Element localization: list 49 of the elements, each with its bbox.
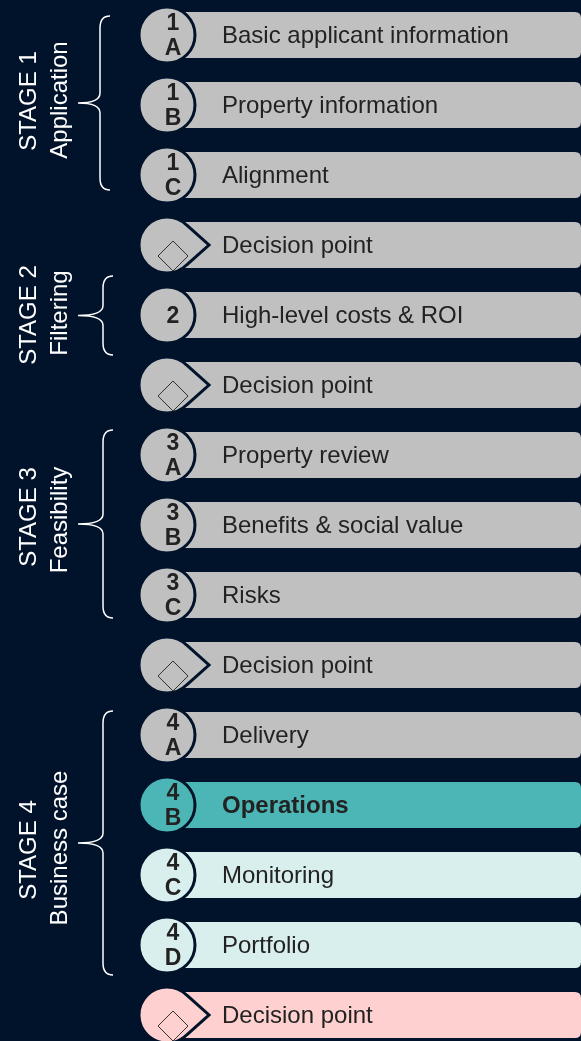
step-bar [139, 287, 581, 343]
stage-name: Filtering [45, 270, 73, 356]
step-bar [139, 7, 581, 63]
step-label: Decision point [222, 230, 373, 260]
step-bar [139, 497, 581, 553]
step-bar [139, 427, 581, 483]
step-bar [139, 147, 581, 203]
decision-bar [139, 357, 581, 413]
step-number: 2 [165, 303, 181, 328]
step-label: Decision point [222, 650, 373, 680]
decision-bar [139, 637, 581, 693]
step-label: Property information [222, 90, 439, 120]
stage-number: STAGE 2 [14, 265, 42, 365]
step-bar [139, 777, 581, 833]
step-label: Operations [222, 790, 349, 820]
step-bar [139, 707, 581, 763]
step-bar [139, 567, 581, 623]
stage-name: Business case [45, 770, 73, 926]
step-label: High-level costs & ROI [222, 300, 464, 330]
step-label: Decision point [222, 1000, 373, 1030]
step-number: 3A [163, 430, 183, 480]
step-label: Monitoring [222, 860, 335, 890]
step-bar [139, 77, 581, 133]
step-label: Property review [222, 440, 389, 470]
step-number: 3C [163, 570, 183, 620]
step-label: Risks [222, 580, 281, 610]
step-number: 1A [163, 10, 183, 60]
step-number: 1B [163, 80, 183, 130]
stage-name: Feasibility [45, 466, 73, 574]
decision-bar [139, 987, 581, 1041]
step-number: 4A [163, 710, 183, 760]
step-label: Benefits & social value [222, 510, 464, 540]
step-number: 4B [163, 780, 183, 830]
stage-number: STAGE 1 [14, 51, 42, 151]
step-label: Basic applicant information [222, 20, 509, 50]
stage-number: STAGE 3 [14, 467, 42, 567]
step-number: 4C [163, 850, 183, 900]
step-number: 4D [163, 920, 183, 970]
step-label: Decision point [222, 370, 373, 400]
step-number: 3B [163, 500, 183, 550]
stage-number: STAGE 4 [14, 800, 42, 900]
step-label: Alignment [222, 160, 329, 190]
step-label: Delivery [222, 720, 309, 750]
decision-bar [139, 217, 581, 273]
step-bar [139, 917, 581, 973]
step-bar [139, 847, 581, 903]
stage-name: Application [45, 41, 73, 159]
step-number: 1C [163, 150, 183, 200]
step-label: Portfolio [222, 930, 311, 960]
